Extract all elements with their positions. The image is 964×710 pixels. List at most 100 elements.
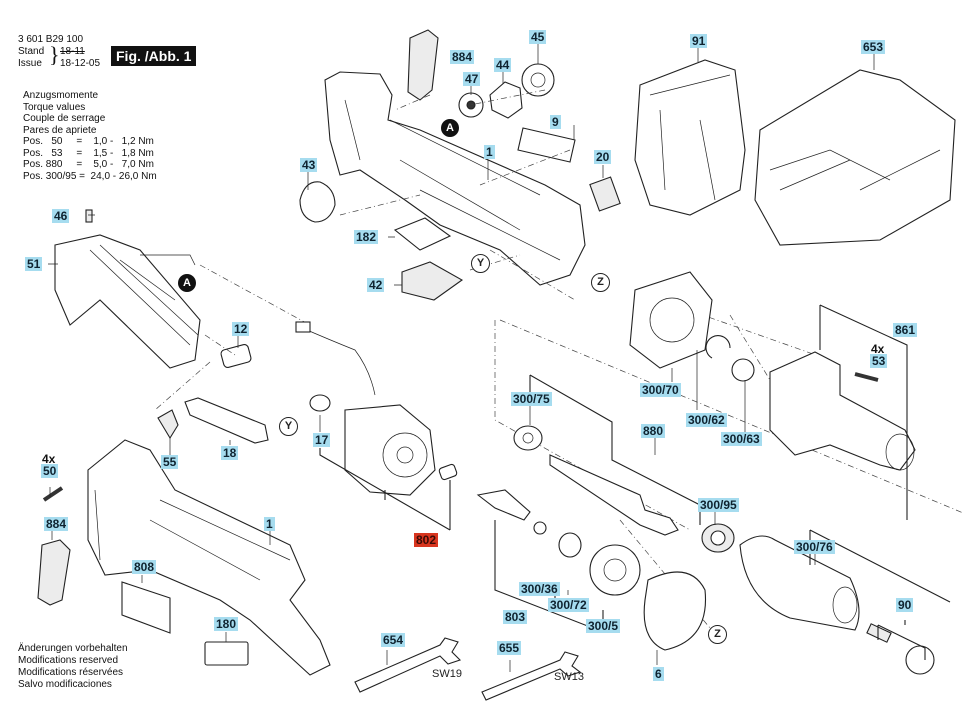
part-label-808[interactable]: 808	[132, 560, 157, 574]
part-label-9[interactable]: 9	[550, 115, 561, 129]
torque-row: Pos. 300/95 = 24,0 - 26,0 Nm	[23, 170, 157, 182]
shaft-803-shape	[476, 489, 531, 521]
label-9-shape	[517, 127, 576, 163]
part-label-90[interactable]: 90	[896, 598, 914, 612]
part-label-300-70[interactable]: 300/70	[640, 383, 681, 397]
part-label-6[interactable]: 6	[653, 667, 664, 681]
sheet-182-shape	[393, 217, 452, 251]
part-label-300-95[interactable]: 300/95	[698, 498, 739, 512]
part-label-1-top[interactable]: 1	[484, 145, 495, 159]
label-180-shape	[204, 641, 249, 666]
torque-row: Pos. 53 = 1,5 - 1,8 Nm	[23, 147, 154, 159]
footer-line-de: Änderungen vorbehalten	[18, 643, 128, 654]
motor-shape	[344, 404, 436, 496]
part-label-42[interactable]: 42	[367, 278, 385, 292]
connector-12-shape	[220, 344, 252, 368]
part-label-43[interactable]: 43	[300, 158, 318, 172]
wrench-size-655: SW13	[554, 671, 584, 683]
washer-300-36-shape	[533, 521, 547, 535]
stand-label: Stand	[18, 46, 45, 57]
part-label-861[interactable]: 861	[893, 323, 918, 337]
callout-z-top: Z	[591, 273, 610, 292]
part-label-45[interactable]: 45	[529, 30, 547, 44]
brace-symbol: }	[49, 42, 60, 67]
stand-value: 18-11	[60, 46, 85, 57]
ring-300-63-shape	[731, 358, 755, 382]
cover-300-76-shape	[739, 535, 860, 631]
wrench-655-shape	[481, 651, 582, 701]
nut-90-shape	[905, 645, 935, 675]
part-label-300-75[interactable]: 300/75	[511, 392, 552, 406]
gear-300-5-shape	[589, 544, 641, 596]
figure-title: Fig. /Abb. 1	[111, 46, 197, 66]
quantity-53: 4x	[871, 342, 885, 356]
gear-head-861-shape	[769, 351, 916, 471]
circlip-300-62-shape	[705, 335, 731, 359]
cap-43-shape	[299, 181, 336, 223]
part-20-shape	[589, 176, 621, 212]
part-label-51[interactable]: 51	[25, 257, 43, 271]
part-label-91[interactable]: 91	[690, 34, 708, 48]
torque-title-de: Anzugsmomente	[23, 90, 99, 101]
part-label-180[interactable]: 180	[214, 617, 239, 631]
part-label-12[interactable]: 12	[232, 322, 250, 336]
switch-module-51-shape	[54, 234, 201, 369]
part-label-182[interactable]: 182	[354, 230, 379, 244]
part-label-884[interactable]: 884	[450, 50, 475, 64]
screw-50-shape	[42, 486, 64, 502]
part-label-1-bottom[interactable]: 1	[264, 517, 275, 531]
part-label-53[interactable]: 53	[870, 354, 888, 368]
part-label-300-36[interactable]: 300/36	[519, 582, 560, 596]
part-label-47[interactable]: 47	[463, 72, 481, 86]
label-808-shape	[121, 581, 171, 634]
vent-cover-shape	[407, 29, 439, 101]
callout-z-bottom: Z	[708, 625, 727, 644]
part-label-20[interactable]: 20	[594, 150, 612, 164]
torque-row: Pos. 880 = 5,0 - 7,0 Nm	[23, 159, 154, 170]
spindle-880-shape	[549, 454, 679, 536]
part-label-654[interactable]: 654	[381, 633, 406, 647]
lever-18-shape	[184, 397, 269, 444]
part-label-300-72[interactable]: 300/72	[548, 598, 589, 612]
footer-line-es: Salvo modificaciones	[18, 679, 112, 690]
callout-y-left: Y	[279, 417, 298, 436]
part-label-50[interactable]: 50	[41, 464, 59, 478]
wrench-size-654: SW19	[432, 668, 462, 680]
part-label-300-63[interactable]: 300/63	[721, 432, 762, 446]
part-label-17[interactable]: 17	[313, 433, 331, 447]
vent-cover-lower-shape	[37, 539, 71, 606]
part-label-300-62[interactable]: 300/62	[686, 413, 727, 427]
part-label-300-76[interactable]: 300/76	[794, 540, 835, 554]
torque-row: Pos. 50 = 1,0 - 1,2 Nm	[23, 136, 154, 147]
part-label-46[interactable]: 46	[52, 209, 70, 223]
housing-lower-shape	[87, 439, 331, 676]
part-44-shape	[489, 81, 523, 119]
part-label-44[interactable]: 44	[494, 58, 512, 72]
part-label-802-highlighted[interactable]: 802	[414, 533, 439, 547]
issue-label: Issue	[18, 58, 42, 69]
battery-91-shape	[634, 59, 746, 216]
part-label-300-5[interactable]: 300/5	[586, 619, 621, 633]
part-label-653[interactable]: 653	[861, 40, 886, 54]
torque-title-es: Pares de apriete	[23, 124, 97, 136]
bearing-300-75-shape	[513, 425, 543, 451]
footer-line-fr: Modifications réservées	[18, 667, 124, 678]
part-label-884-lower[interactable]: 884	[44, 517, 69, 531]
callout-a-left: A	[178, 274, 196, 292]
part-55-shape	[157, 409, 179, 440]
part-label-880[interactable]: 880	[641, 424, 666, 438]
footer-notes: Änderungen vorbehalten Modifications res…	[18, 643, 128, 691]
ring-17-shape	[309, 394, 331, 412]
part-label-655[interactable]: 655	[497, 641, 522, 655]
torque-title-fr: Couple de serrage	[23, 113, 106, 124]
part-label-18[interactable]: 18	[221, 446, 239, 460]
part-42-shape	[401, 261, 464, 301]
wrench-654-shape	[354, 637, 462, 693]
part-label-55[interactable]: 55	[161, 455, 179, 469]
quantity-50: 4x	[42, 452, 56, 466]
callout-a-top: A	[441, 119, 459, 137]
part-number: 3 601 B29 100	[18, 34, 84, 45]
part-label-803[interactable]: 803	[503, 610, 528, 624]
bearing-shape	[438, 463, 458, 481]
